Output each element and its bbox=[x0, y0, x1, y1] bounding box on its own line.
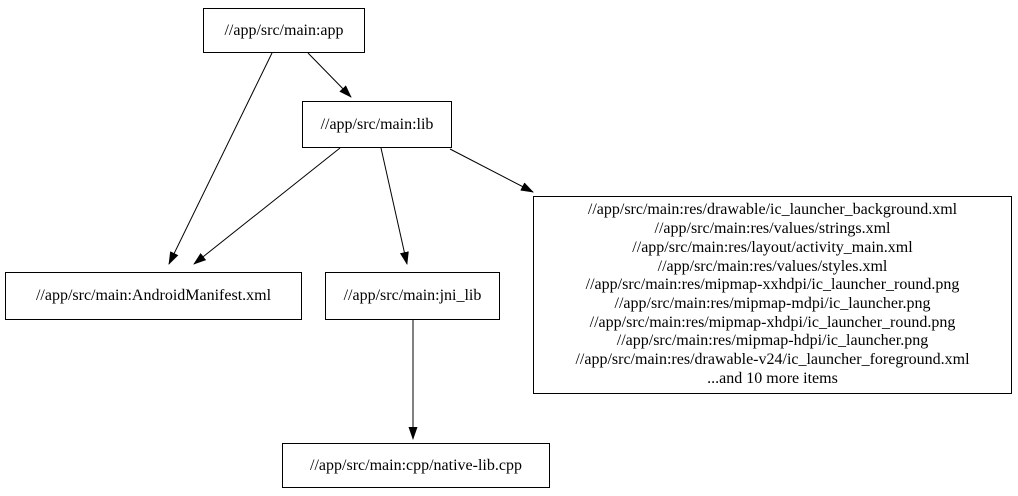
edge-lib-to-jni-lib bbox=[380, 147, 409, 265]
resource-item: //app/src/main:res/mipmap-xhdpi/ic_launc… bbox=[589, 313, 956, 331]
resource-item: //app/src/main:res/drawable-v24/ic_launc… bbox=[575, 351, 970, 369]
node-native-lib-cpp-label: //app/src/main:cpp/native-lib.cpp bbox=[310, 456, 522, 474]
resource-item: //app/src/main:res/mipmap-mdpi/ic_launch… bbox=[614, 295, 931, 312]
node-lib: //app/src/main:lib bbox=[302, 101, 452, 148]
resource-item: //app/src/main:res/mipmap-xxhdpi/ic_laun… bbox=[585, 276, 960, 294]
edge-app-to-lib bbox=[307, 52, 352, 98]
node-jni-lib: //app/src/main:jni_lib bbox=[325, 272, 500, 320]
node-app-label: //app/src/main:app bbox=[224, 21, 344, 39]
edge-app-to-manifest bbox=[168, 52, 273, 265]
node-resources-group: //app/src/main:res/drawable/ic_launcher_… bbox=[533, 196, 1012, 394]
edge-lib-to-resources bbox=[449, 148, 534, 193]
node-jni-lib-label: //app/src/main:jni_lib bbox=[343, 287, 482, 304]
node-android-manifest-label: //app/src/main:AndroidManifest.xml bbox=[35, 287, 272, 304]
resource-item: //app/src/main:res/values/strings.xml bbox=[654, 220, 891, 238]
resource-item: //app/src/main:res/layout/activity_main.… bbox=[632, 238, 913, 256]
resource-item: //app/src/main:res/values/styles.xml bbox=[657, 257, 888, 275]
resource-item: //app/src/main:res/drawable/ic_launcher_… bbox=[587, 201, 958, 219]
node-android-manifest: //app/src/main:AndroidManifest.xml bbox=[5, 272, 302, 320]
node-lib-label: //app/src/main:lib bbox=[320, 115, 434, 133]
node-native-lib-cpp: //app/src/main:cpp/native-lib.cpp bbox=[282, 443, 550, 488]
resource-item: //app/src/main:res/mipmap-hdpi/ic_launch… bbox=[616, 332, 929, 350]
resource-more-items: ...and 10 more items bbox=[707, 369, 838, 387]
edge-lib-to-manifest bbox=[193, 147, 341, 265]
node-app: //app/src/main:app bbox=[203, 8, 365, 53]
